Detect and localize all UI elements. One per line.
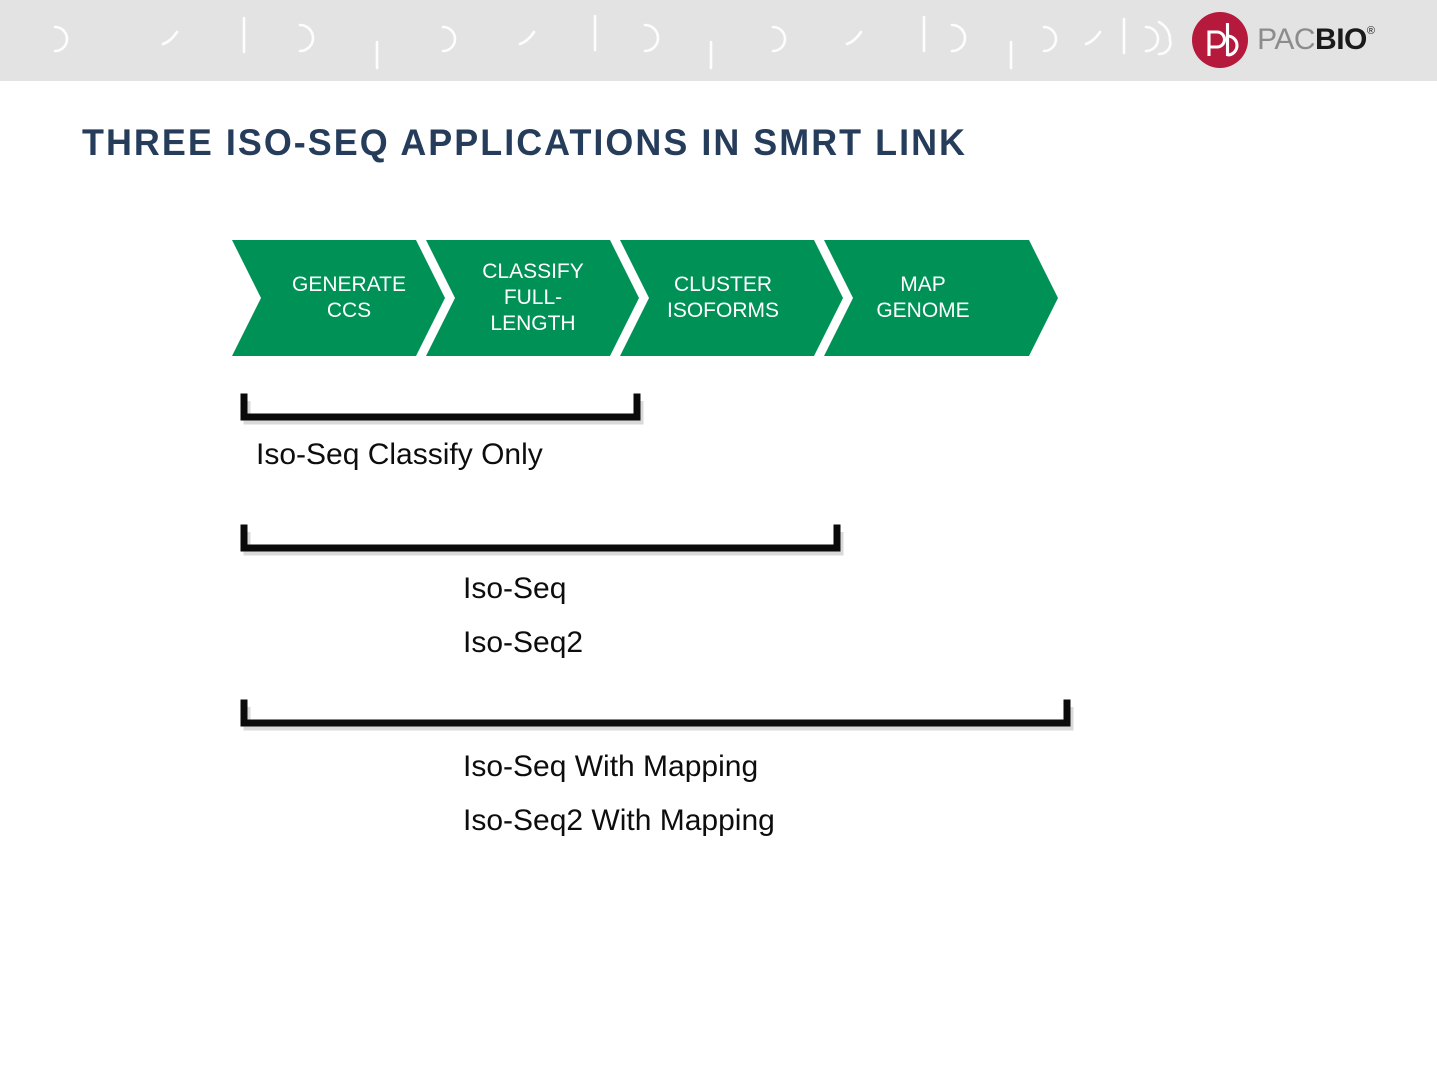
- header-band: PAC BIO ®: [0, 0, 1437, 81]
- chevron-label-cluster-isoforms: CLUSTER ISOFORMS: [666, 273, 779, 322]
- group-caption-iso-seq: Iso-Seq: [463, 572, 567, 605]
- bracket-iso-seq-with-mapping: [238, 698, 1078, 732]
- pipeline-chevrons: [232, 240, 1058, 356]
- page-title: THREE ISO-SEQ APPLICATIONS IN SMRT LINK: [82, 122, 968, 163]
- group-caption-iso-seq-with-mapping: Iso-Seq With Mapping: [463, 750, 759, 783]
- pacbio-logo: PAC BIO ®: [1192, 11, 1375, 69]
- chevron-label-classify-full-length: CLASSIFY FULL- LENGTH: [482, 260, 584, 335]
- pipeline-diagram: GENERATE CCS CLASSIFY FULL- LENGTH CLUST…: [230, 238, 1062, 358]
- chevron-shape-cluster-isoforms[interactable]: [620, 240, 843, 356]
- chevron-label-generate-ccs: GENERATE CCS: [292, 273, 406, 322]
- bracket-iso-seq-classify-only: [238, 392, 648, 426]
- chevron-shape-generate-ccs[interactable]: [232, 240, 445, 356]
- registered-trademark-icon: ®: [1366, 25, 1375, 37]
- pacbio-wordmark: PAC BIO ®: [1257, 25, 1375, 55]
- bracket-iso-seq: [238, 523, 848, 557]
- group-caption-iso-seq2-with-mapping: Iso-Seq2 With Mapping: [463, 804, 775, 837]
- group-caption-iso-seq-classify-only: Iso-Seq Classify Only: [256, 438, 543, 471]
- chevron-shape-map-genome[interactable]: [824, 240, 1058, 356]
- group-caption-iso-seq2: Iso-Seq2: [463, 626, 584, 659]
- watermark-pattern: [53, 14, 1172, 70]
- wordmark-pac: PAC: [1257, 23, 1316, 56]
- chevron-shape-classify-full-length[interactable]: [426, 240, 639, 356]
- wordmark-bio: BIO: [1315, 23, 1367, 56]
- pacbio-pb-monogram-icon: [1192, 12, 1249, 68]
- chevron-label-map-genome: MAP GENOME: [876, 273, 970, 322]
